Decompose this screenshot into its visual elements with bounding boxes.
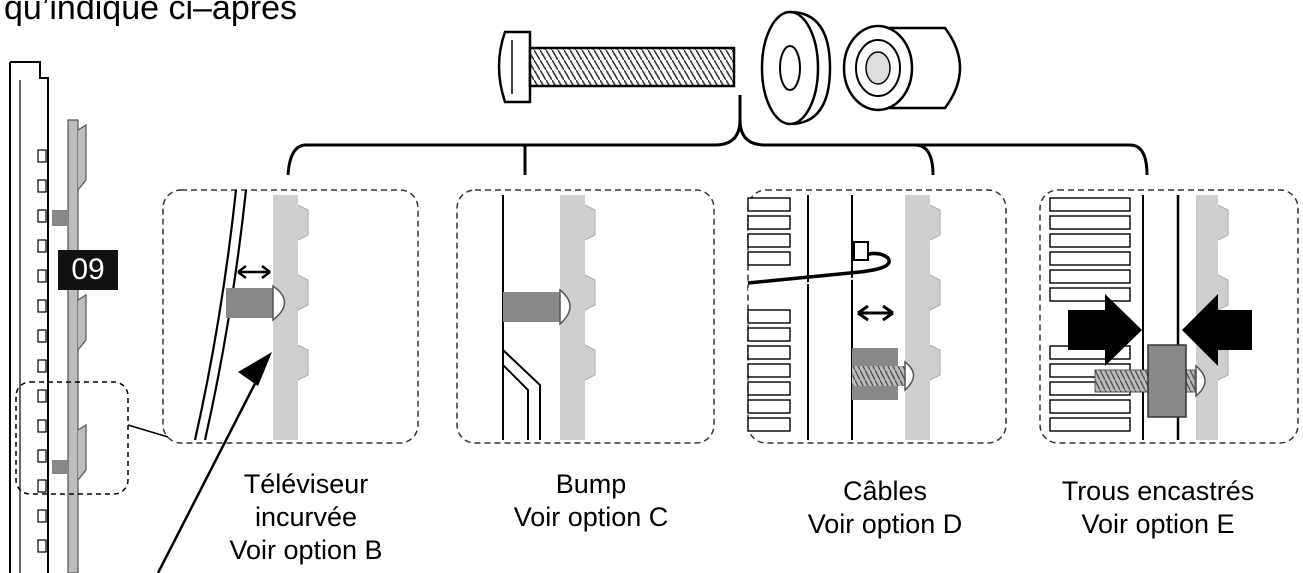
caption-line: Téléviseur [243, 469, 369, 499]
caption-cables: Câbles Voir option D [760, 475, 1010, 541]
caption-line: incurvée [254, 502, 358, 532]
side-view-bracket [52, 119, 87, 573]
detail-zoom-box [15, 381, 129, 495]
panel-cables [747, 189, 1007, 444]
caption-line: Trous encastrés [1061, 476, 1255, 506]
grouping-bracket [286, 95, 1149, 176]
caption-line: Voir option B [229, 535, 383, 565]
panel-recessed-holes [1039, 189, 1299, 444]
step-number-badge: 09 [58, 250, 118, 290]
caption-line: Voir option D [807, 509, 963, 539]
washer-icon [760, 10, 832, 126]
bolt-icon [497, 30, 736, 104]
pointer-arrowhead [238, 352, 272, 386]
caption-curved-tv: Téléviseur incurvée Voir option B [196, 468, 416, 567]
side-view-tv [9, 61, 49, 573]
pointer-line [156, 361, 268, 573]
heading: qu’indique ci–après [4, 0, 297, 27]
caption-line: Câbles [842, 476, 928, 506]
caption-bump: Bump Voir option C [466, 468, 716, 534]
panel-bump [456, 189, 715, 444]
zoom-leader-line [127, 424, 169, 438]
caption-line: Bump [555, 469, 627, 499]
spacer-icon [842, 24, 962, 112]
caption-line: Voir option E [1081, 509, 1235, 539]
panel-curved-tv [162, 189, 419, 444]
caption-recessed-holes: Trous encastrés Voir option E [1024, 475, 1292, 541]
caption-line: Voir option C [513, 502, 669, 532]
